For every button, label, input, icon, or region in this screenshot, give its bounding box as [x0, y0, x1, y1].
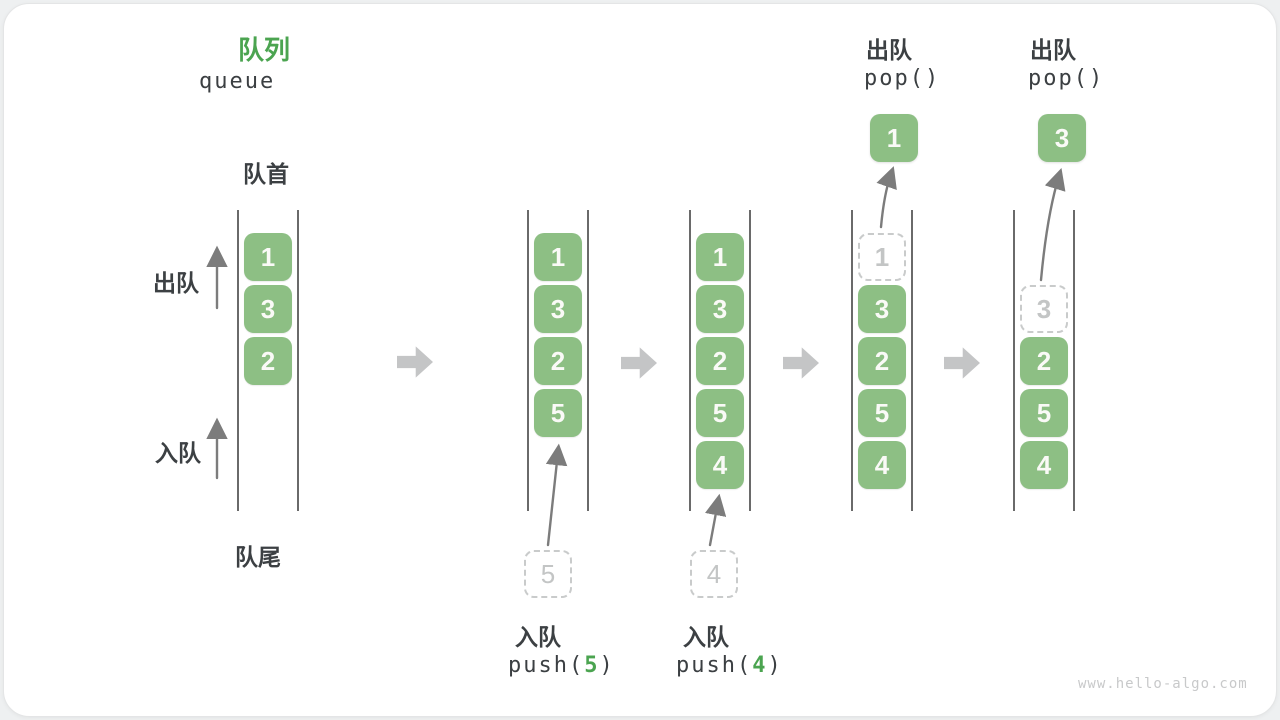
label-enqueue: 入队	[155, 440, 201, 466]
code-fn: push(	[676, 653, 753, 678]
queue-wall-left	[237, 210, 239, 511]
push-5-label: 入队	[515, 624, 561, 650]
queue-item: 2	[1020, 337, 1068, 385]
push-4-code: push(4)	[676, 653, 783, 678]
diagram-title: 队列	[238, 35, 291, 65]
queue-item: 3	[858, 285, 906, 333]
queue-item: 5	[858, 389, 906, 437]
queue-item: 4	[696, 441, 744, 489]
queue-wall-left	[689, 210, 691, 511]
push-4-label: 入队	[683, 624, 729, 650]
queue-item: 1	[534, 233, 582, 281]
code-arg: 4	[752, 653, 768, 678]
queue-item: 1	[244, 233, 292, 281]
popped-value-box-3: 3	[1038, 114, 1086, 162]
pop-3-label: 出队	[1030, 37, 1076, 63]
queue-item: 2	[244, 337, 292, 385]
queue-item: 2	[858, 337, 906, 385]
diagram-subtitle: queue	[199, 69, 276, 94]
watermark: www.hello-algo.com	[1078, 676, 1248, 692]
queue-wall-left	[527, 210, 529, 511]
label-queue-front: 队首	[243, 161, 289, 187]
enqueue-value-box-4: 4	[690, 550, 738, 598]
queue-item: 5	[696, 389, 744, 437]
queue-wall-right	[749, 210, 751, 511]
queue-item: 5	[1020, 389, 1068, 437]
queue-item: 4	[858, 441, 906, 489]
queue-item: 2	[534, 337, 582, 385]
code-close: )	[767, 653, 783, 678]
enqueue-value-box-5: 5	[524, 550, 572, 598]
code-close: )	[599, 653, 615, 678]
queue-item-dashed: 1	[858, 233, 906, 281]
queue-wall-right	[911, 210, 913, 511]
queue-wall-right	[1073, 210, 1075, 511]
queue-item: 1	[696, 233, 744, 281]
queue-wall-left	[851, 210, 853, 511]
label-dequeue: 出队	[153, 270, 199, 296]
queue-wall-right	[587, 210, 589, 511]
queue-wall-left	[1013, 210, 1015, 511]
queue-wall-right	[297, 210, 299, 511]
label-queue-rear: 队尾	[235, 544, 281, 570]
queue-item-dashed: 3	[1020, 285, 1068, 333]
queue-item: 2	[696, 337, 744, 385]
push-5-code: push(5)	[508, 653, 615, 678]
pop-1-code: pop()	[864, 66, 941, 91]
queue-item: 3	[534, 285, 582, 333]
code-arg: 5	[584, 653, 600, 678]
queue-item: 4	[1020, 441, 1068, 489]
queue-item: 3	[244, 285, 292, 333]
queue-item: 5	[534, 389, 582, 437]
code-fn: push(	[508, 653, 585, 678]
popped-value-box-1: 1	[870, 114, 918, 162]
queue-item: 3	[696, 285, 744, 333]
pop-1-label: 出队	[866, 37, 912, 63]
pop-3-code: pop()	[1028, 66, 1105, 91]
